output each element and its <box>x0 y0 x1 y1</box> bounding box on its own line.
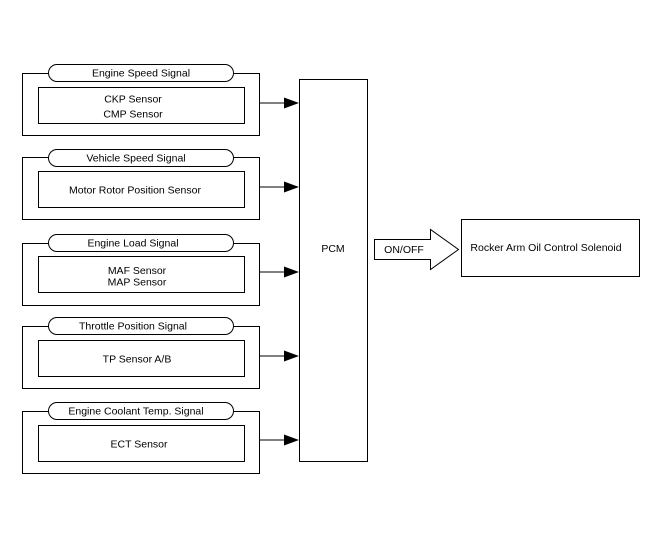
sensor-label-cmp: CMP Sensor <box>103 109 163 121</box>
signal-group-engine-coolant-temp: Engine Coolant Temp. Signal ECT Sensor <box>22 402 299 474</box>
group-title: Engine Load Signal <box>87 238 178 250</box>
signal-group-engine-speed: Engine Speed Signal CKP Sensor CMP Senso… <box>22 64 299 136</box>
group-title: Throttle Position Signal <box>79 321 187 333</box>
sensor-box <box>38 340 245 377</box>
sensor-label-ect: ECT Sensor <box>111 439 168 451</box>
sensor-label-ckp: CKP Sensor <box>104 94 162 106</box>
signal-arrowhead <box>284 434 299 446</box>
group-title-pill <box>48 402 234 420</box>
sensor-box <box>38 171 245 208</box>
signal-arrowhead <box>284 181 299 193</box>
group-title-pill <box>48 317 234 335</box>
output-signal-label: ON/OFF <box>384 244 424 256</box>
group-title: Vehicle Speed Signal <box>86 153 185 165</box>
sensor-box <box>38 87 245 124</box>
sensor-label-map: MAP Sensor <box>108 277 167 289</box>
signal-arrowhead <box>284 350 299 362</box>
actuator-block: Rocker Arm Oil Control Solenoid <box>461 219 640 277</box>
sensor-box <box>38 256 245 293</box>
sensor-label-maf: MAF Sensor <box>108 265 167 277</box>
sensor-box <box>38 425 245 462</box>
signal-group-throttle-position: Throttle Position Signal TP Sensor A/B <box>22 317 299 389</box>
signal-group-vehicle-speed: Vehicle Speed Signal Motor Rotor Positio… <box>22 149 299 220</box>
group-title-pill <box>48 64 234 82</box>
group-title: Engine Speed Signal <box>92 68 190 80</box>
group-title-pill <box>48 149 234 167</box>
actuator-box <box>461 219 640 277</box>
signal-arrowhead <box>284 97 299 109</box>
pcm-label: PCM <box>321 243 344 255</box>
pcm-box <box>299 79 368 462</box>
sensor-label-tp: TP Sensor A/B <box>103 354 172 366</box>
output-arrow: ON/OFF <box>374 228 460 271</box>
signal-group-engine-load: Engine Load Signal MAF Sensor MAP Sensor <box>22 234 299 306</box>
group-title: Engine Coolant Temp. Signal <box>68 406 203 418</box>
sensor-label-motor-rotor: Motor Rotor Position Sensor <box>69 185 201 197</box>
output-arrow-shape <box>374 228 460 271</box>
pcm-block: PCM <box>299 79 368 462</box>
actuator-label: Rocker Arm Oil Control Solenoid <box>470 242 621 254</box>
group-title-pill <box>48 234 234 252</box>
signal-arrowhead <box>284 266 299 278</box>
